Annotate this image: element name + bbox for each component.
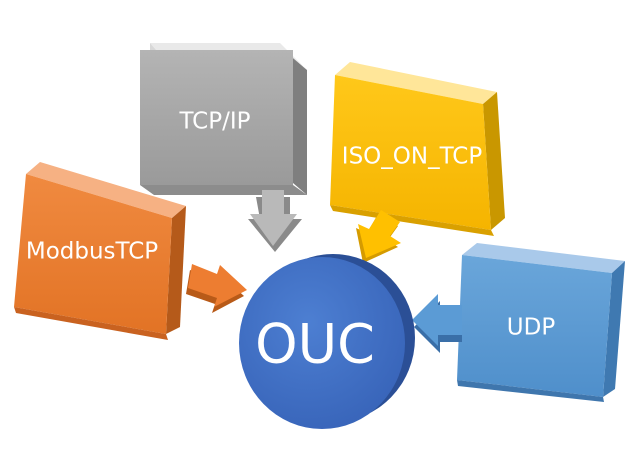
arrow-isoontcp-to-ouc <box>356 210 401 263</box>
center-node-ouc: OUC <box>239 254 415 429</box>
node-udp: UDP <box>457 243 625 402</box>
node-udp-label: UDP <box>507 315 556 341</box>
node-modbustcp-label: ModbusTCP <box>26 239 158 265</box>
arrow-tcpip-to-ouc <box>248 190 302 252</box>
center-node-ouc-label: OUC <box>255 313 375 376</box>
node-isoontcp-face <box>330 75 491 230</box>
node-modbustcp-top <box>26 162 186 218</box>
node-modbustcp-face <box>14 174 172 334</box>
node-tcpip-label: TCP/IP <box>178 109 250 135</box>
node-modbustcp-side <box>166 206 186 334</box>
node-udp-face <box>457 255 612 397</box>
node-modbustcp-edge <box>14 307 168 340</box>
node-tcpip-face <box>140 50 293 185</box>
node-modbustcp: ModbusTCP <box>14 162 186 340</box>
node-isoontcp: ISO_ON_TCP <box>330 62 505 236</box>
node-isoontcp-top <box>335 62 497 104</box>
arrow-udp-to-ouc <box>412 294 462 353</box>
node-udp-side <box>603 261 625 397</box>
node-tcpip: TCP/IP <box>140 43 307 195</box>
node-isoontcp-label: ISO_ON_TCP <box>342 144 483 170</box>
node-udp-edge <box>457 380 604 402</box>
node-tcpip-side <box>293 58 307 195</box>
arrow-modbustcp-to-ouc <box>186 264 247 313</box>
node-udp-top <box>462 243 625 273</box>
node-isoontcp-edge <box>330 205 494 236</box>
node-isoontcp-side <box>483 92 505 230</box>
center-node-ouc-face <box>239 257 405 429</box>
